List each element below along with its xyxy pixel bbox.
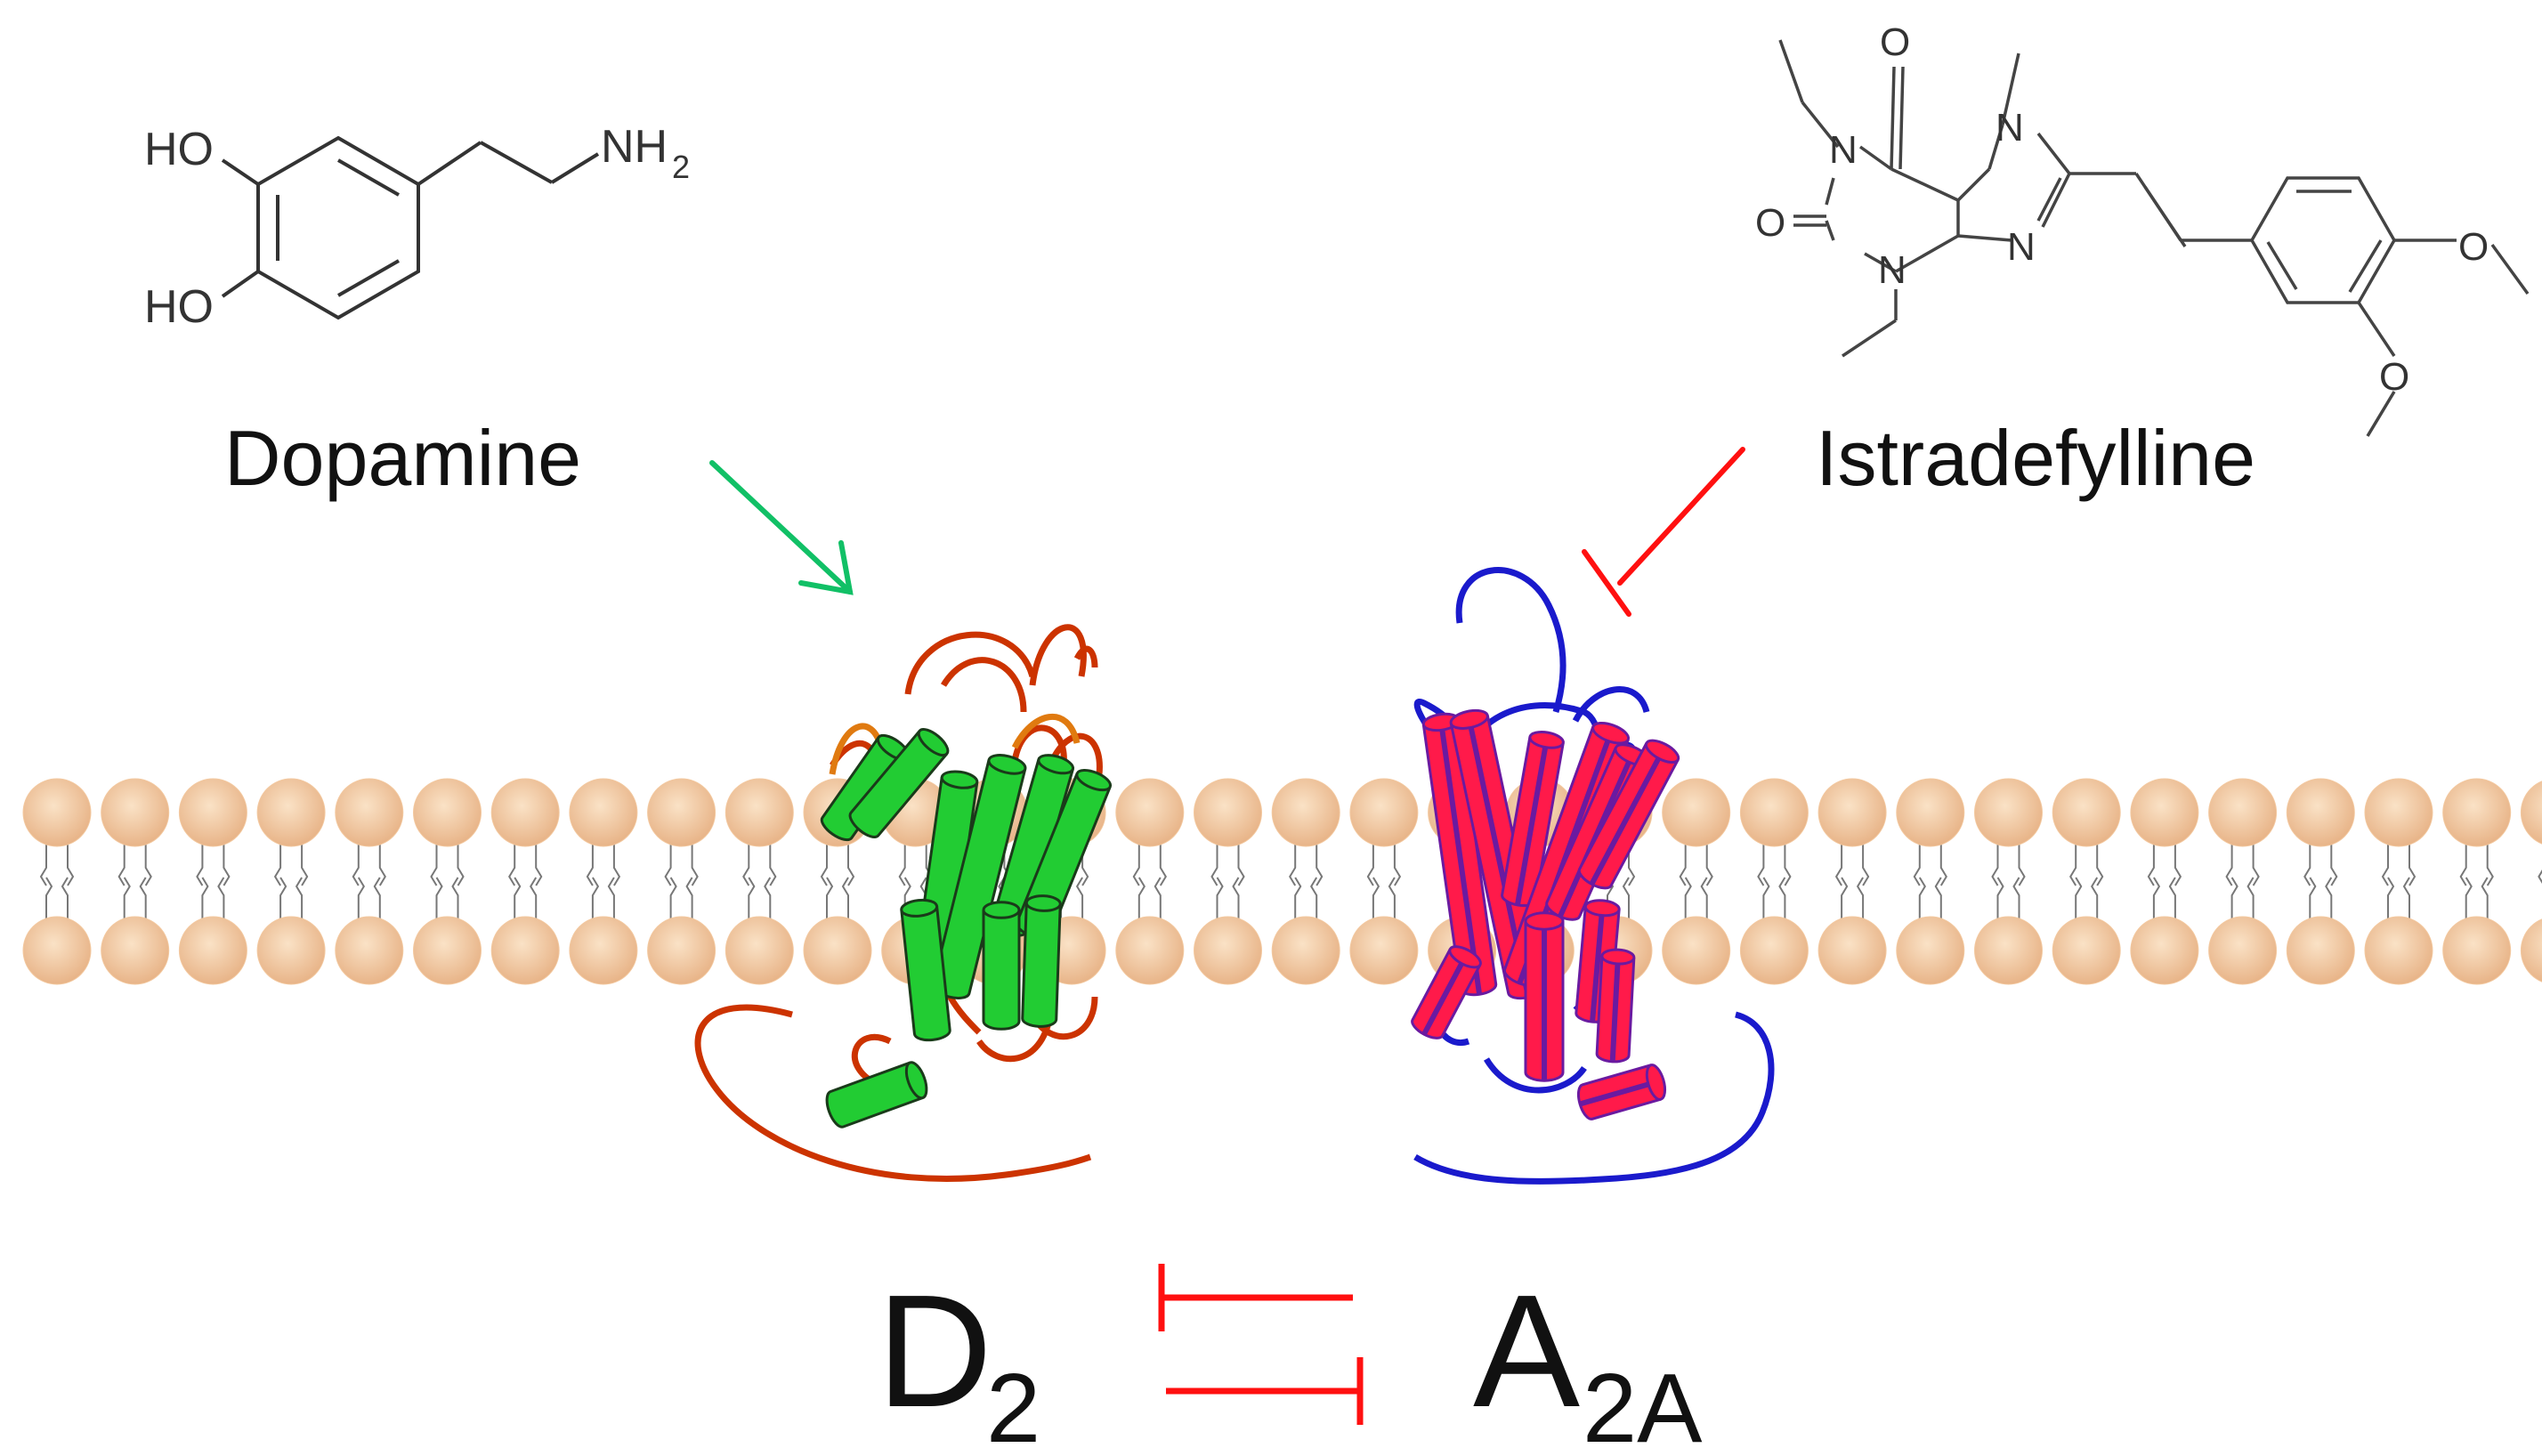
lipid-molecule <box>2286 778 2355 985</box>
istradefylline-o-left: O <box>1755 201 1785 245</box>
istradefylline-ome1: O <box>2458 225 2489 269</box>
lipid-molecule <box>1271 778 1340 985</box>
istradefylline-structure <box>1778 39 2530 437</box>
lipid-molecule <box>178 778 247 985</box>
d2-orange-loop-2 <box>1011 714 1081 749</box>
helix-cylinder <box>900 898 951 1042</box>
lipid-bilayer <box>22 778 2542 985</box>
lipid-molecule <box>1115 778 1185 985</box>
lipid-molecule <box>1349 778 1419 985</box>
d2-inhibits-a2a-symbol <box>1158 1264 1353 1331</box>
a2a-label: A <box>1473 1262 1580 1441</box>
istradefylline-n7: N <box>1996 106 2024 150</box>
a2a-inhibits-d2-symbol <box>1166 1357 1364 1425</box>
d2-label-subscript: 2 <box>986 1354 1040 1456</box>
lipid-molecule <box>569 778 638 985</box>
lipid-molecule <box>490 778 560 985</box>
lipid-molecule <box>1739 778 1809 985</box>
helix-cylinder <box>848 728 950 838</box>
lipid-molecule <box>1194 778 1262 985</box>
helix-cylinder <box>982 901 1021 1031</box>
helix-cylinder <box>1577 739 1680 890</box>
lipid-molecule <box>2364 778 2433 985</box>
dopamine-structure <box>221 135 600 320</box>
istradefylline-n1: N <box>1829 128 1858 172</box>
helix-cylinder <box>825 1061 928 1128</box>
d2-label: D <box>877 1262 992 1441</box>
helix-cylinder <box>1595 948 1636 1064</box>
lipid-molecule <box>2442 778 2512 985</box>
dopamine-nh: NH <box>601 121 668 173</box>
antagonist-arrow <box>1582 447 1745 617</box>
istradefylline-n9: N <box>2007 225 2036 269</box>
helix-cylinder <box>1524 911 1565 1082</box>
agonist-arrow <box>709 460 854 595</box>
lipid-molecule <box>101 778 170 985</box>
d2-helices <box>820 728 1113 1128</box>
a2a-receptor <box>1411 567 1775 1185</box>
lipid-molecule <box>413 778 482 985</box>
lipid-molecule <box>1662 778 1731 985</box>
lipid-molecule <box>335 778 404 985</box>
a2a-helices <box>1411 708 1680 1120</box>
lipid-molecule <box>1974 778 2043 985</box>
lipid-molecule <box>725 778 794 985</box>
helix-cylinder <box>1021 894 1062 1028</box>
istradefylline-label: Istradefylline <box>1816 414 2255 502</box>
a2a-label-subscript: 2A <box>1583 1354 1703 1456</box>
d2-receptor <box>694 624 1113 1182</box>
lipid-molecule <box>2052 778 2121 985</box>
lipid-molecule <box>256 778 326 985</box>
lipid-molecule <box>2130 778 2199 985</box>
istradefylline-o-top: O <box>1880 20 1910 64</box>
dopamine-label: Dopamine <box>224 414 581 502</box>
istradefylline-ome2: O <box>2379 355 2409 399</box>
lipid-molecule <box>1896 778 1965 985</box>
dopamine-nh-sub: 2 <box>672 149 690 185</box>
helix-cylinder <box>1576 1064 1667 1120</box>
istradefylline-n3: N <box>1878 248 1906 292</box>
lipid-molecule <box>2520 781 2542 983</box>
dopamine-ho-bottom: HO <box>144 281 214 333</box>
lipid-molecule <box>22 778 92 985</box>
lipid-molecule <box>2208 778 2278 985</box>
lipid-molecule <box>1817 778 1887 985</box>
helix-cylinder <box>1411 945 1482 1039</box>
lipid-molecule <box>647 778 716 985</box>
dopamine-ho-top: HO <box>144 124 214 175</box>
